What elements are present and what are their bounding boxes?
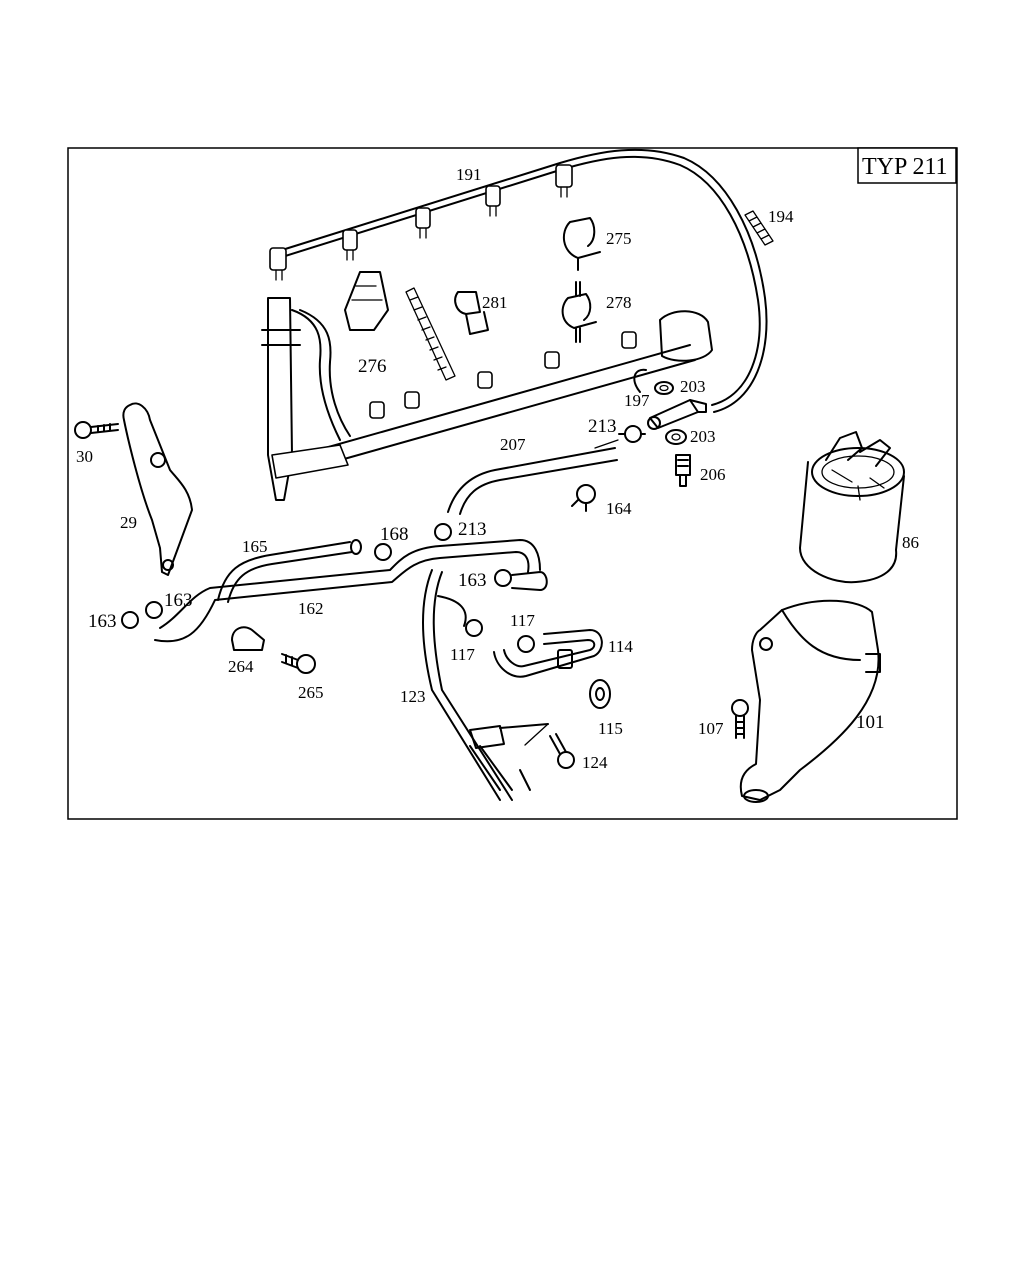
clamp-117-right — [517, 635, 535, 653]
callout-265: 265 — [298, 683, 324, 702]
hose-207 — [447, 447, 618, 515]
callout-115: 115 — [598, 719, 623, 738]
fitting-197 — [647, 399, 707, 430]
clip-281 — [454, 291, 489, 335]
callout-162: 162 — [298, 599, 324, 618]
banjo-bolt-206 — [675, 454, 691, 487]
callout-117-left: 117 — [450, 645, 475, 664]
callout-275: 275 — [606, 229, 632, 248]
callout-165: 165 — [242, 537, 268, 556]
clamp-168 — [374, 543, 392, 561]
clip-278 — [561, 281, 597, 343]
bolt-124 — [549, 733, 575, 769]
grommet-115 — [589, 679, 611, 709]
callout-123: 123 — [400, 687, 426, 706]
callout-203-bottom: 203 — [690, 427, 716, 446]
callout-264: 264 — [228, 657, 254, 676]
clip-275 — [562, 217, 601, 271]
callout-206: 206 — [700, 465, 726, 484]
callout-101: 101 — [856, 712, 885, 733]
bracket-264 — [231, 626, 265, 651]
type-label: TYP 211 — [862, 154, 948, 180]
callout-114: 114 — [608, 637, 633, 656]
clamp-164 — [571, 484, 596, 512]
callout-203-top: 203 — [680, 377, 706, 396]
clamp-117-left — [465, 619, 483, 637]
callout-29: 29 — [120, 513, 137, 532]
fuel-line-123 — [422, 569, 549, 801]
bracket-29 — [122, 402, 193, 576]
hose-114 — [493, 629, 603, 678]
callout-labels: 191 194 275 281 278 276 203 197 213 203 … — [76, 165, 919, 772]
callout-163-left: 163 — [88, 611, 117, 632]
callout-213-bottom: 213 — [458, 519, 487, 540]
leak-off-line-191 — [269, 148, 768, 413]
leader-lines — [524, 439, 619, 746]
clamp-213-bottom — [434, 523, 452, 541]
callout-197: 197 — [624, 391, 650, 410]
callout-124: 124 — [582, 753, 608, 772]
clamp-163-left-a — [121, 611, 139, 629]
callout-276: 276 — [358, 356, 387, 377]
bolt-30 — [74, 421, 119, 439]
callout-207: 207 — [500, 435, 526, 454]
callout-163-right: 163 — [458, 570, 487, 591]
type-label-box: TYP 211 — [857, 147, 957, 184]
bolt-265 — [281, 653, 316, 674]
callout-168: 168 — [380, 524, 409, 545]
callout-213-top: 213 — [588, 416, 617, 437]
washer-203-top — [654, 381, 674, 395]
callout-107: 107 — [698, 719, 724, 738]
callout-117-right: 117 — [510, 611, 535, 630]
fuel-rail — [299, 310, 713, 471]
fuel-line-162 — [154, 539, 541, 643]
callout-278: 278 — [606, 293, 632, 312]
clamp-163-left-b — [145, 601, 163, 619]
callout-164: 164 — [606, 499, 632, 518]
diagram-frame — [67, 147, 958, 820]
injector — [261, 297, 351, 501]
clamp-163-right — [494, 569, 548, 591]
fuel-line-165 — [217, 539, 362, 603]
bolt-107 — [731, 699, 749, 739]
cable-tie-276 — [344, 271, 456, 381]
clamp-213-top — [618, 425, 646, 443]
callout-86: 86 — [902, 533, 919, 552]
callout-281: 281 — [482, 293, 508, 312]
washer-203-bottom — [665, 429, 687, 445]
callout-30: 30 — [76, 447, 93, 466]
filter-holder-101 — [739, 599, 881, 803]
callout-194: 194 — [768, 207, 794, 226]
callout-191: 191 — [456, 165, 482, 184]
callout-163-middle: 163 — [164, 590, 193, 611]
spring-194 — [744, 210, 774, 246]
fuel-filter-86 — [799, 431, 905, 584]
